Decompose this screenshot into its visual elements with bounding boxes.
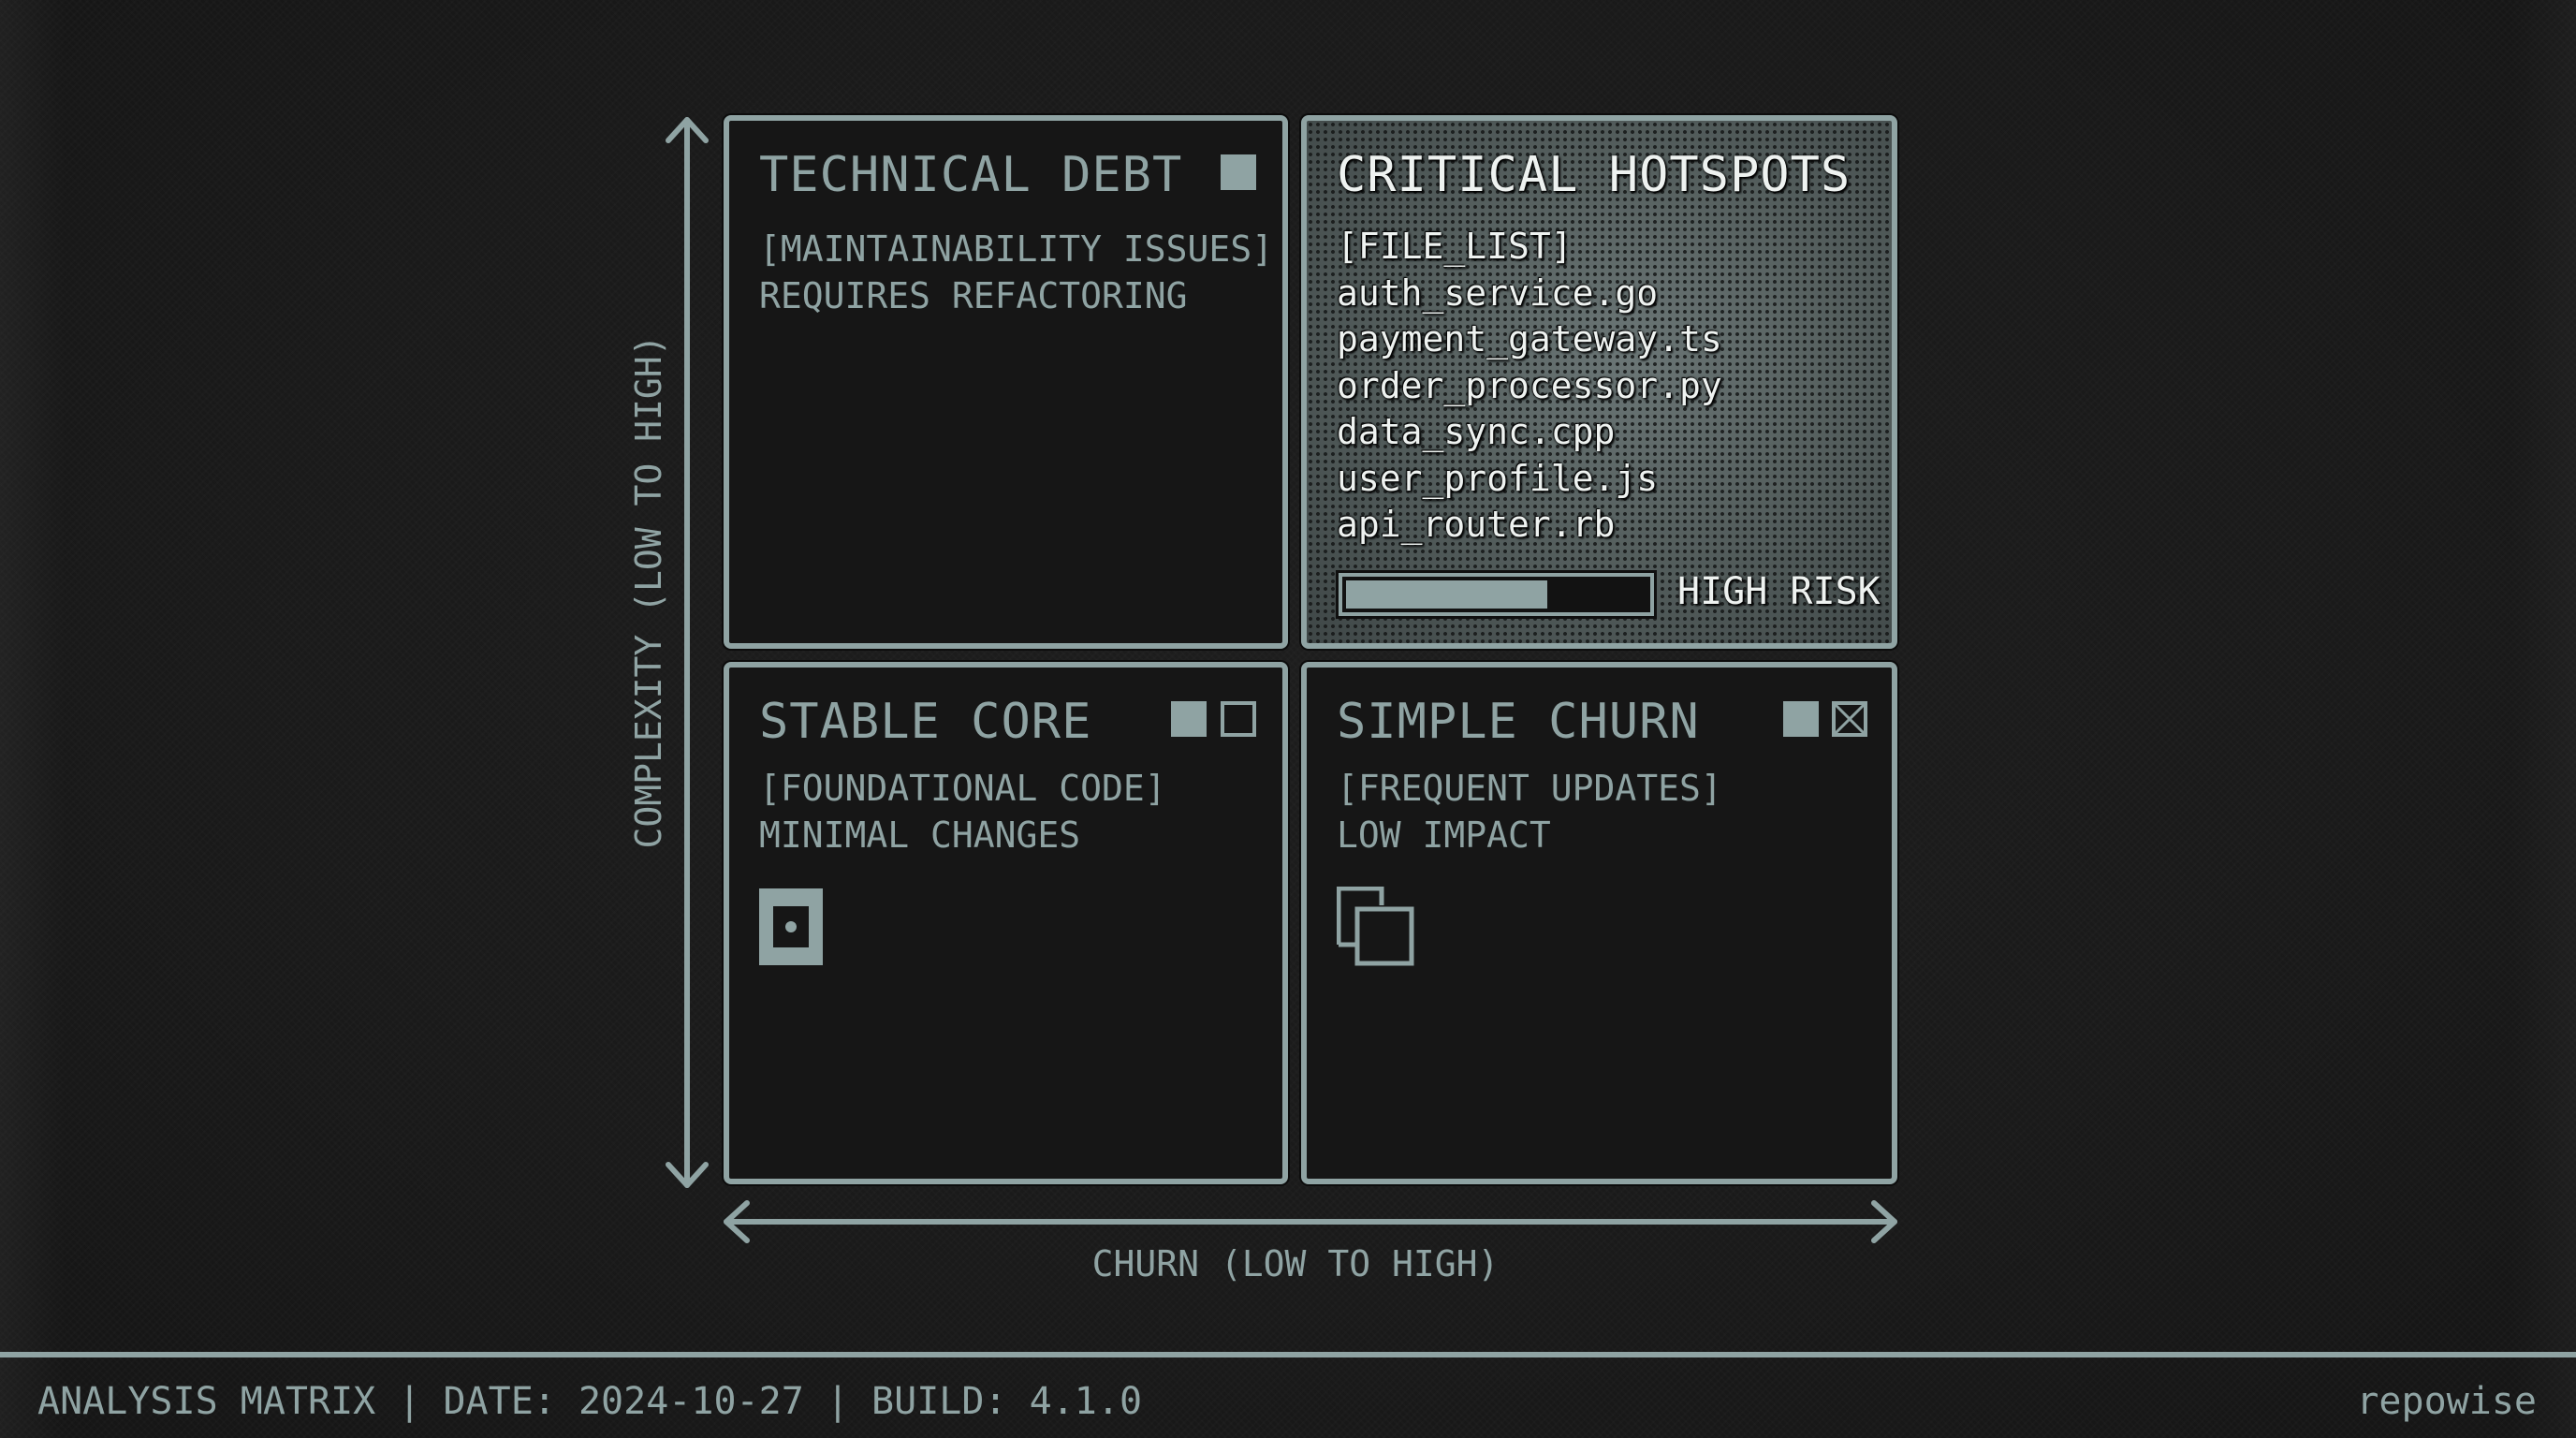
brand-logo-text: repowise bbox=[2356, 1380, 2537, 1423]
quadrant-stable-core[interactable]: STABLE CORE [FOUNDATIONAL CODE] MINIMAL … bbox=[724, 662, 1288, 1184]
y-axis-arrow-icon bbox=[666, 117, 709, 1188]
left-edge-vignette bbox=[0, 0, 66, 1438]
footer-status-text: ANALYSIS MATRIX | DATE: 2024-10-27 | BUI… bbox=[37, 1380, 1143, 1423]
file-list: [FILE_LIST] auth_service.go payment_gate… bbox=[1337, 224, 1722, 549]
file-item[interactable]: order_processor.py bbox=[1337, 364, 1722, 406]
core-target-icon bbox=[759, 888, 823, 965]
quadrant-tag: [FOUNDATIONAL CODE] bbox=[759, 768, 1166, 809]
quadrant-tag: [MAINTAINABILITY ISSUES] bbox=[759, 228, 1274, 270]
quadrant-title: SIMPLE CHURN bbox=[1337, 694, 1700, 750]
y-axis-label: COMPLEXITY (LOW TO HIGH) bbox=[628, 334, 669, 849]
quadrant-critical-hotspots[interactable]: CRITICAL HOTSPOTS [FILE_LIST] auth_servi… bbox=[1301, 115, 1897, 649]
quadrant-technical-debt[interactable]: TECHNICAL DEBT [MAINTAINABILITY ISSUES] … bbox=[724, 115, 1288, 649]
copy-stack-icon bbox=[1337, 887, 1414, 966]
quadrant-title: CRITICAL HOTSPOTS bbox=[1337, 147, 1852, 203]
filled-square-icon bbox=[1783, 701, 1819, 737]
risk-progress-bar bbox=[1339, 573, 1654, 616]
file-item[interactable]: data_sync.cpp bbox=[1337, 411, 1616, 452]
file-list-header: [FILE_LIST] bbox=[1337, 226, 1573, 267]
quadrant-tag: [FREQUENT UPDATES] bbox=[1337, 768, 1722, 809]
quadrant-note: REQUIRES REFACTORING bbox=[759, 275, 1188, 316]
footer-divider bbox=[0, 1352, 2576, 1357]
file-item[interactable]: api_router.rb bbox=[1337, 504, 1616, 545]
quadrant-description: [FREQUENT UPDATES] LOW IMPACT bbox=[1337, 765, 1722, 858]
outline-square-icon bbox=[1221, 701, 1256, 737]
quadrant-note: LOW IMPACT bbox=[1337, 814, 1551, 856]
quadrant-title: TECHNICAL DEBT bbox=[759, 147, 1183, 203]
right-edge-vignette bbox=[2510, 0, 2576, 1438]
quadrant-title: STABLE CORE bbox=[759, 694, 1092, 750]
x-axis-label: CHURN (LOW TO HIGH) bbox=[1091, 1243, 1500, 1284]
filled-square-icon bbox=[1171, 701, 1207, 737]
risk-progress-fill bbox=[1346, 580, 1548, 609]
file-item[interactable]: user_profile.js bbox=[1337, 457, 1659, 499]
quadrant-description: [MAINTAINABILITY ISSUES] REQUIRES REFACT… bbox=[759, 226, 1273, 319]
quadrant-simple-churn[interactable]: SIMPLE CHURN [FREQUENT UPDATES] LOW IMPA… bbox=[1301, 662, 1897, 1184]
x-box-icon bbox=[1832, 701, 1867, 737]
risk-label: HIGH RISK bbox=[1677, 570, 1881, 613]
x-axis-arrow-icon bbox=[724, 1200, 1897, 1243]
file-item[interactable]: auth_service.go bbox=[1337, 271, 1659, 314]
quadrant-note: MINIMAL CHANGES bbox=[759, 814, 1081, 856]
filled-square-icon bbox=[1221, 154, 1256, 190]
quadrant-description: [FOUNDATIONAL CODE] MINIMAL CHANGES bbox=[759, 765, 1166, 858]
file-item[interactable]: payment_gateway.ts bbox=[1337, 318, 1722, 360]
